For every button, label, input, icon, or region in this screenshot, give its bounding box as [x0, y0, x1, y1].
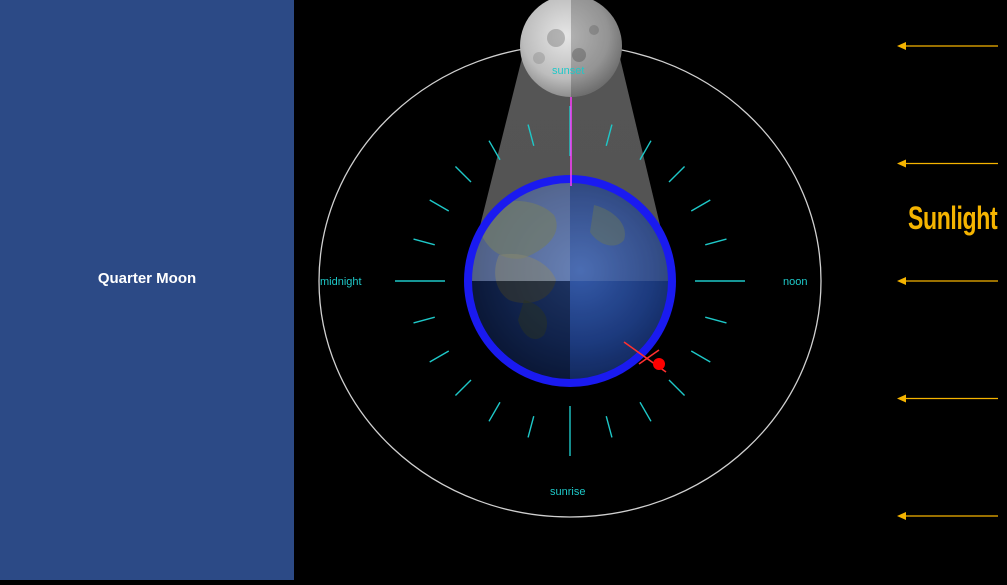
time-tick	[605, 416, 613, 438]
time-tick	[690, 199, 711, 212]
time-ticks	[395, 106, 745, 456]
orbit-svg	[318, 0, 998, 520]
time-tick	[690, 350, 711, 363]
time-tick	[605, 124, 613, 146]
time-tick	[429, 350, 450, 363]
midnight-label: midnight	[320, 276, 362, 288]
time-tick	[488, 401, 501, 422]
earth-moon-diagram: sunset midnight noon sunrise Sunlight	[294, 0, 1007, 580]
time-tick	[454, 379, 472, 397]
time-tick	[488, 140, 501, 161]
sunlight-arrowhead	[897, 277, 906, 285]
time-tick	[705, 316, 727, 324]
time-tick	[527, 416, 535, 438]
time-tick	[639, 401, 652, 422]
sunlight-arrowhead	[897, 159, 906, 168]
time-tick	[527, 124, 535, 146]
phase-title: Quarter Moon	[97, 270, 197, 287]
time-tick	[705, 238, 727, 246]
sunset-label: sunset	[552, 65, 585, 77]
sunlight-arrowhead	[897, 42, 906, 50]
sunrise-label: sunrise	[550, 486, 586, 498]
observer-marker	[623, 341, 667, 373]
time-tick	[639, 140, 652, 161]
time-tick	[429, 199, 450, 212]
phase-panel: Quarter Moon	[0, 0, 294, 580]
sunlight-label: Sunlight	[908, 200, 998, 236]
time-tick	[413, 238, 435, 246]
sunlight-arrowhead	[897, 394, 906, 403]
sunlight-rays	[897, 42, 998, 520]
noon-label: noon	[783, 276, 808, 288]
time-tick	[668, 379, 686, 397]
time-tick	[454, 165, 472, 183]
time-tick	[413, 316, 435, 324]
time-tick	[668, 165, 686, 183]
sunlight-arrowhead	[897, 512, 906, 520]
